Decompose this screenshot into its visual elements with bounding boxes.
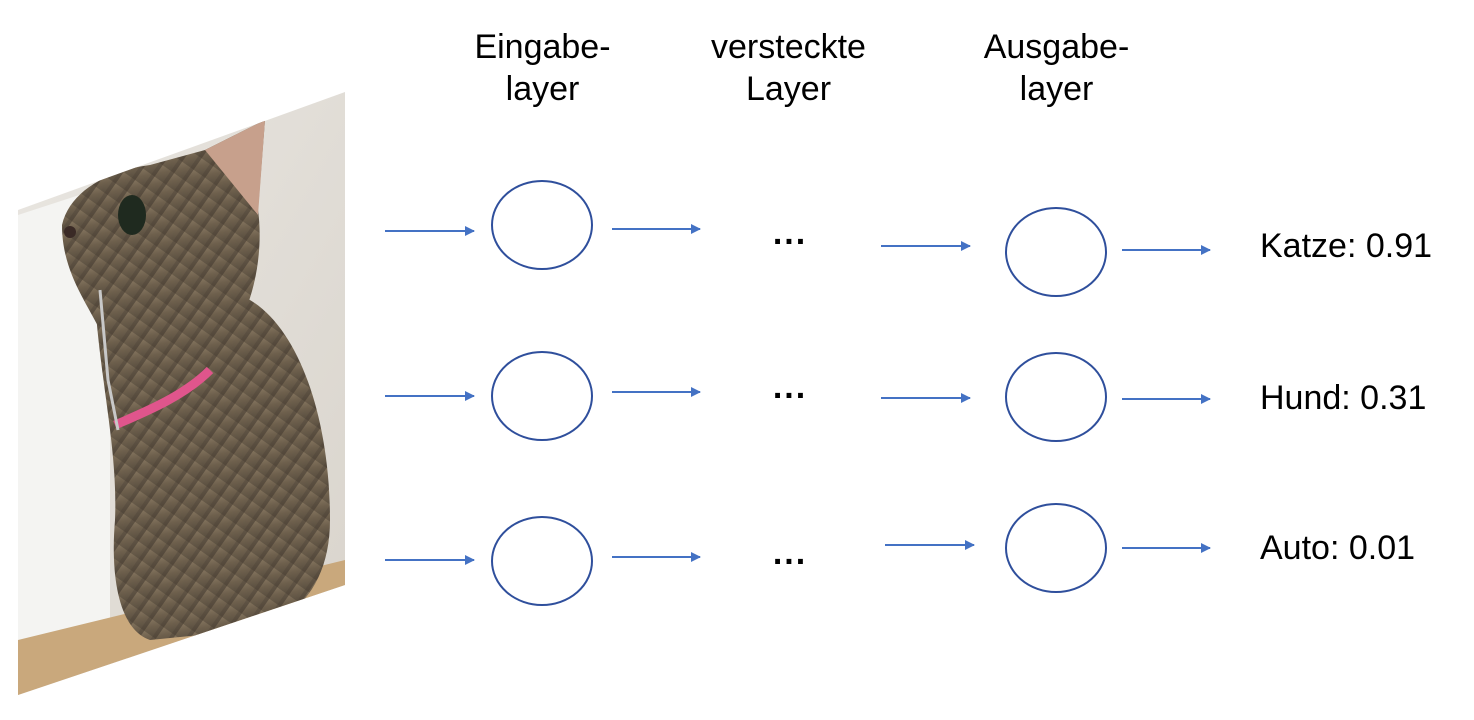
hidden-ellipsis-1: ... [772, 214, 808, 252]
input-node-1 [491, 180, 593, 270]
input-node-2 [491, 351, 593, 441]
cat-eye-shape [118, 195, 146, 235]
cat-nose-shape [64, 226, 76, 238]
output-node-3 [1005, 503, 1107, 593]
header-hidden-line-2: Layer [745, 70, 832, 108]
output-label-auto: Auto: 0.01 [1260, 529, 1416, 567]
hidden-ellipsis-3: ... [772, 534, 808, 572]
header-input-line-2: layer [505, 70, 580, 108]
header-output-line-1: Ausgabe- [983, 28, 1130, 66]
cat-collar-shape [113, 366, 214, 430]
output-label-hund: Hund: 0.31 [1260, 379, 1427, 417]
input-cat-photo [18, 92, 345, 695]
header-input-layer: Eingabe- layer [430, 26, 655, 110]
cat-head-shape [62, 120, 265, 373]
input-node-3 [491, 516, 593, 606]
header-input-line-1: Eingabe- [474, 28, 611, 66]
header-output-line-2: layer [1019, 70, 1094, 108]
header-output-layer: Ausgabe- layer [944, 26, 1169, 110]
cat-ear-shape [205, 120, 265, 215]
cat-chain-shape [98, 289, 120, 431]
hidden-ellipsis-2: ... [772, 368, 808, 406]
header-hidden-line-1: versteckte [711, 28, 866, 66]
header-hidden-layer: versteckte Layer [676, 26, 901, 110]
output-node-1 [1005, 207, 1107, 297]
photo-box-shape [18, 185, 110, 690]
output-label-katze: Katze: 0.91 [1260, 227, 1433, 265]
output-node-2 [1005, 352, 1107, 442]
